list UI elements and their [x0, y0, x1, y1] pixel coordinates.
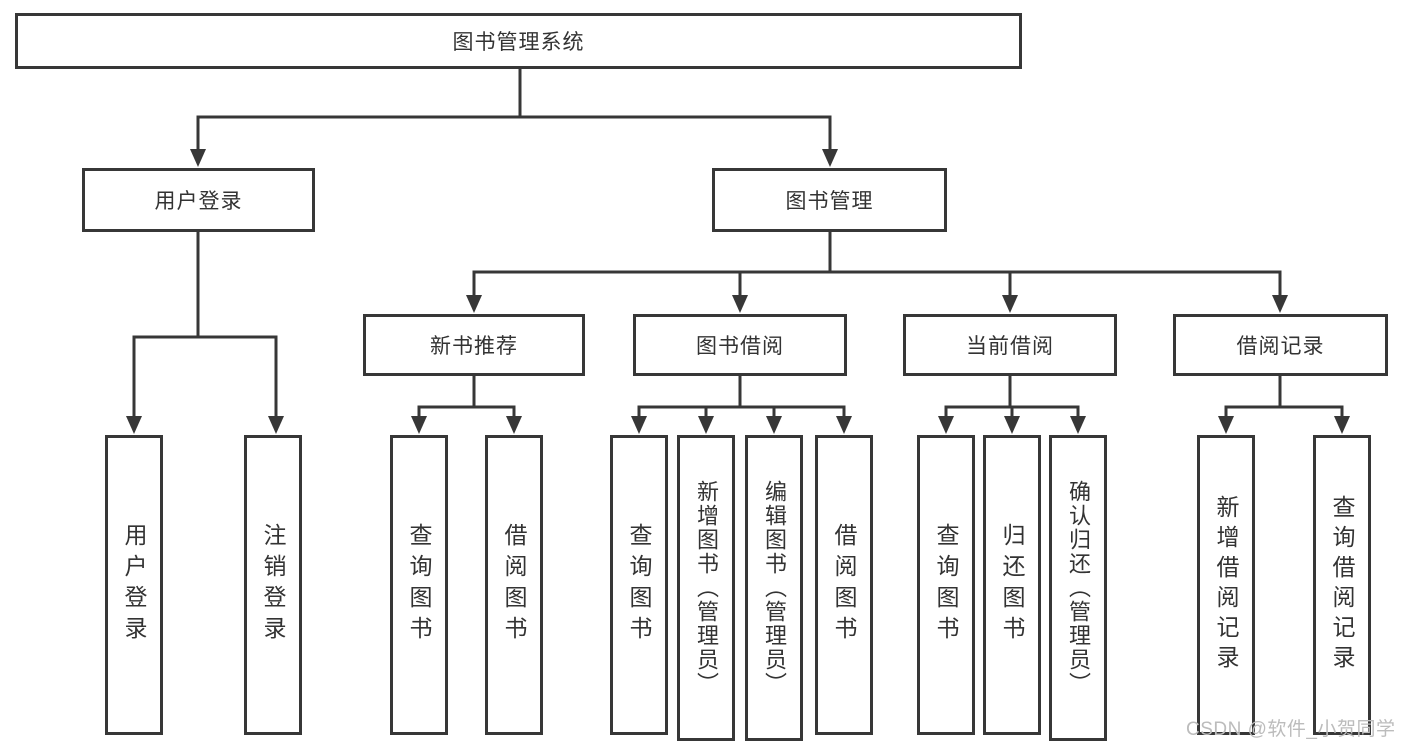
leaf-query-borrow-record: 查询借阅记录 — [1313, 435, 1371, 735]
arrowhead-icon — [1002, 295, 1018, 313]
arrowhead-icon — [1004, 416, 1020, 434]
node-user-login-label: 用户登录 — [154, 190, 243, 213]
arrowhead-icon — [938, 416, 954, 434]
csdn-watermark: CSDN @软件_小贺同学 — [1186, 719, 1396, 740]
leaf-query-book-borrowing-label: 查询图书 — [626, 523, 652, 647]
arrowhead-icon — [836, 416, 852, 434]
tree-connectors — [126, 67, 1350, 434]
arrowhead-icon — [190, 149, 206, 167]
leaf-return-book-label: 归还图书 — [999, 523, 1025, 647]
leaf-query-book-current: 查询图书 — [917, 435, 975, 735]
leaf-logout-label: 注销登录 — [260, 523, 286, 647]
arrowhead-icon — [631, 416, 647, 434]
arrowhead-icon — [698, 416, 714, 434]
node-user-login: 用户登录 — [82, 168, 315, 232]
leaf-query-book-current-label: 查询图书 — [933, 523, 959, 647]
arrowhead-icon — [506, 416, 522, 434]
arrowhead-icon — [268, 416, 284, 434]
leaf-edit-book-admin-label: 编辑图书（管理员） — [762, 480, 787, 696]
arrowhead-icon — [1218, 416, 1234, 434]
leaf-add-book-admin: 新增图书（管理员） — [677, 435, 735, 741]
node-current-borrowing: 当前借阅 — [903, 314, 1117, 376]
arrowhead-icon — [126, 416, 142, 434]
leaf-confirm-return-admin-label: 确认归还（管理员） — [1066, 480, 1091, 696]
node-borrowing-records: 借阅记录 — [1173, 314, 1388, 376]
leaf-add-book-admin-label: 新增图书（管理员） — [694, 480, 719, 696]
leaf-return-book: 归还图书 — [983, 435, 1041, 735]
leaf-user-login-label: 用户登录 — [121, 523, 147, 647]
node-book-borrowing-label: 图书借阅 — [696, 335, 784, 358]
leaf-query-book-borrowing: 查询图书 — [610, 435, 668, 735]
node-current-borrowing-label: 当前借阅 — [966, 335, 1054, 358]
arrowhead-icon — [1070, 416, 1086, 434]
leaf-borrow-book-borrowing: 借阅图书 — [815, 435, 873, 735]
leaf-edit-book-admin: 编辑图书（管理员） — [745, 435, 803, 741]
leaf-query-book-recommend: 查询图书 — [390, 435, 448, 735]
leaf-borrow-book-recommend: 借阅图书 — [485, 435, 543, 735]
node-book-management: 图书管理 — [712, 168, 947, 232]
arrowhead-icon — [1272, 295, 1288, 313]
leaf-confirm-return-admin: 确认归还（管理员） — [1049, 435, 1107, 741]
node-root-label: 图书管理系统 — [452, 31, 585, 54]
node-book-management-label: 图书管理 — [785, 190, 874, 213]
leaf-logout: 注销登录 — [244, 435, 302, 735]
arrowhead-icon — [466, 295, 482, 313]
arrowhead-icon — [411, 416, 427, 434]
leaf-user-login: 用户登录 — [105, 435, 163, 735]
arrowhead-icon — [732, 295, 748, 313]
leaf-borrow-book-recommend-label: 借阅图书 — [501, 523, 527, 647]
leaf-query-book-recommend-label: 查询图书 — [406, 523, 432, 647]
node-book-borrowing: 图书借阅 — [633, 314, 847, 376]
node-root: 图书管理系统 — [15, 13, 1022, 69]
node-new-book-recommend: 新书推荐 — [363, 314, 585, 376]
node-borrowing-records-label: 借阅记录 — [1236, 335, 1325, 358]
arrowhead-icon — [1334, 416, 1350, 434]
leaf-query-borrow-record-label: 查询借阅记录 — [1329, 495, 1355, 675]
leaf-add-borrow-record: 新增借阅记录 — [1197, 435, 1255, 735]
arrowhead-icon — [766, 416, 782, 434]
arrowhead-icon — [822, 149, 838, 167]
leaf-add-borrow-record-label: 新增借阅记录 — [1213, 495, 1239, 675]
leaf-borrow-book-borrowing-label: 借阅图书 — [831, 523, 857, 647]
node-new-book-recommend-label: 新书推荐 — [430, 335, 518, 358]
